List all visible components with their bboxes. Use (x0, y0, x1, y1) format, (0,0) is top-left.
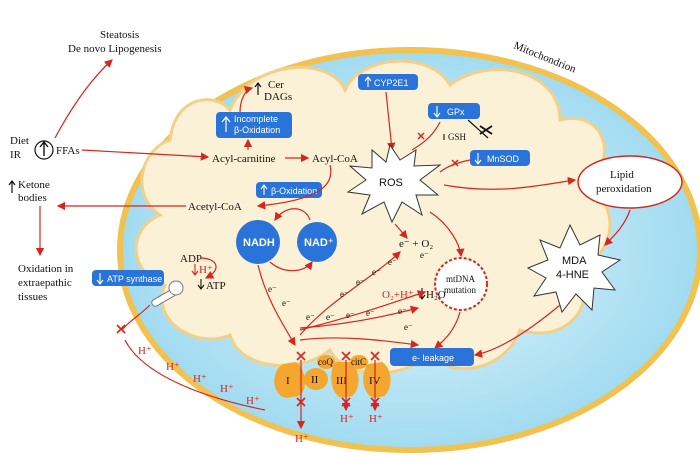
ketone-label: Ketone (18, 179, 50, 191)
atp-synthase-label: ATP synthase (107, 274, 162, 284)
acetyl-coa-label: Acetyl-CoA (188, 201, 242, 213)
leakage-box (390, 348, 474, 366)
e-9: e⁻ (372, 267, 381, 277)
cytc-shape (350, 355, 368, 369)
leakage-label: e- leakage (412, 353, 454, 363)
e-1: e⁻ (268, 284, 277, 294)
complex-i-label: I (286, 375, 290, 387)
acyl-carnitine-label: Acyl-carnitine (212, 153, 276, 165)
incomplete-beta-box (216, 112, 292, 138)
mtdna-circle (434, 257, 488, 311)
acyl-coa-label: Acyl-CoA (312, 153, 358, 165)
complex-iii (331, 362, 359, 398)
mnsod-label: MnSOD (487, 154, 520, 164)
beta-ox-label: β-Oxidation (271, 186, 317, 196)
mda-burst (526, 223, 622, 314)
coq-shape (317, 355, 335, 369)
e-12: e⁻ (398, 306, 407, 316)
hplus-7: H⁺ (340, 413, 354, 425)
e-o2-label: e⁻ + O₂ (399, 238, 433, 250)
complex-iii-label: III (336, 375, 347, 387)
ros-burst (346, 143, 442, 224)
oxidation-label-3: tissues (18, 291, 47, 303)
dags-label: DAGs (264, 91, 292, 103)
lipid-label: Lipid (610, 169, 634, 181)
oxidation-label-1: Oxidation in (18, 263, 74, 275)
gsh-label: GSH (448, 132, 467, 142)
bodies-label: bodies (18, 192, 47, 204)
lipogenesis-label: De novo Lipogenesis (68, 43, 161, 55)
perox-label: peroxidation (596, 183, 652, 195)
gpx-label: GPx (447, 107, 465, 117)
hne-label: 4-HNE (556, 269, 589, 281)
ir-label: IR (10, 149, 22, 161)
e-6: e⁻ (366, 308, 375, 318)
incomplete-label: Incomplete (234, 114, 278, 124)
e-4: e⁻ (326, 312, 335, 322)
e-8: e⁻ (356, 277, 365, 287)
mutation-label: mutation (444, 285, 476, 295)
hplus-5: H⁺ (246, 395, 260, 407)
complex-ii (304, 368, 328, 390)
mtdna-label: mtDNA (446, 274, 476, 284)
e-5: e⁻ (346, 310, 355, 320)
coq-label: coQ (318, 357, 333, 367)
o2-h-label: O₂+H⁺ (382, 289, 414, 301)
e-7: e⁻ (340, 289, 349, 299)
hplus-3: H⁺ (193, 373, 207, 385)
hplus-8: H⁺ (369, 413, 383, 425)
e-13: e⁻ (420, 250, 429, 260)
gpx-box (428, 103, 480, 119)
e-11: e⁻ (404, 322, 413, 332)
cytc-label: citC (351, 357, 366, 367)
complex-i (274, 362, 306, 398)
mda-label: MDA (562, 255, 587, 267)
beta-label: β-Oxidation (234, 125, 280, 135)
e-3: e⁻ (306, 312, 315, 322)
hplus-6: H⁺ (295, 433, 309, 445)
mitochondrion-matrix (134, 59, 612, 375)
hplus-2: H⁺ (166, 361, 180, 373)
hplus-small-label: H⁺ (199, 264, 213, 276)
hplus-1: H⁺ (138, 345, 152, 357)
oxidation-label-2: extraepathic (18, 277, 72, 289)
e-10: e⁻ (388, 257, 397, 267)
cyp2e1-box (358, 74, 418, 90)
cyp-label: CYP2E1 (374, 78, 409, 88)
mnsod-box (470, 150, 530, 166)
ros-label: ROS (379, 177, 403, 189)
nadh-label: NADH (243, 237, 275, 249)
beta-ox-box (256, 182, 322, 198)
e-2: e⁻ (282, 298, 291, 308)
up-arrow-icon (39, 140, 49, 156)
lipid-perox-ellipse (577, 155, 683, 209)
steatosis-label: Steatosis (100, 29, 139, 41)
nad-label: NAD⁺ (304, 237, 334, 249)
atp-label: ATP (206, 280, 226, 292)
ffas-label: FFAs (56, 145, 80, 157)
complex-iv (363, 362, 391, 398)
diet-label: Diet (10, 135, 29, 147)
ketone-up-icon (8, 180, 16, 193)
atp-synthase-box (92, 270, 164, 286)
h2o-label: H₂O (426, 289, 446, 301)
nadh-circle (236, 220, 280, 264)
adp-label: ADP (180, 253, 202, 265)
cer-label: Cer (268, 79, 284, 91)
hplus-4: H⁺ (220, 383, 234, 395)
nad-circle (297, 222, 337, 262)
complex-ii-label: II (311, 374, 319, 386)
